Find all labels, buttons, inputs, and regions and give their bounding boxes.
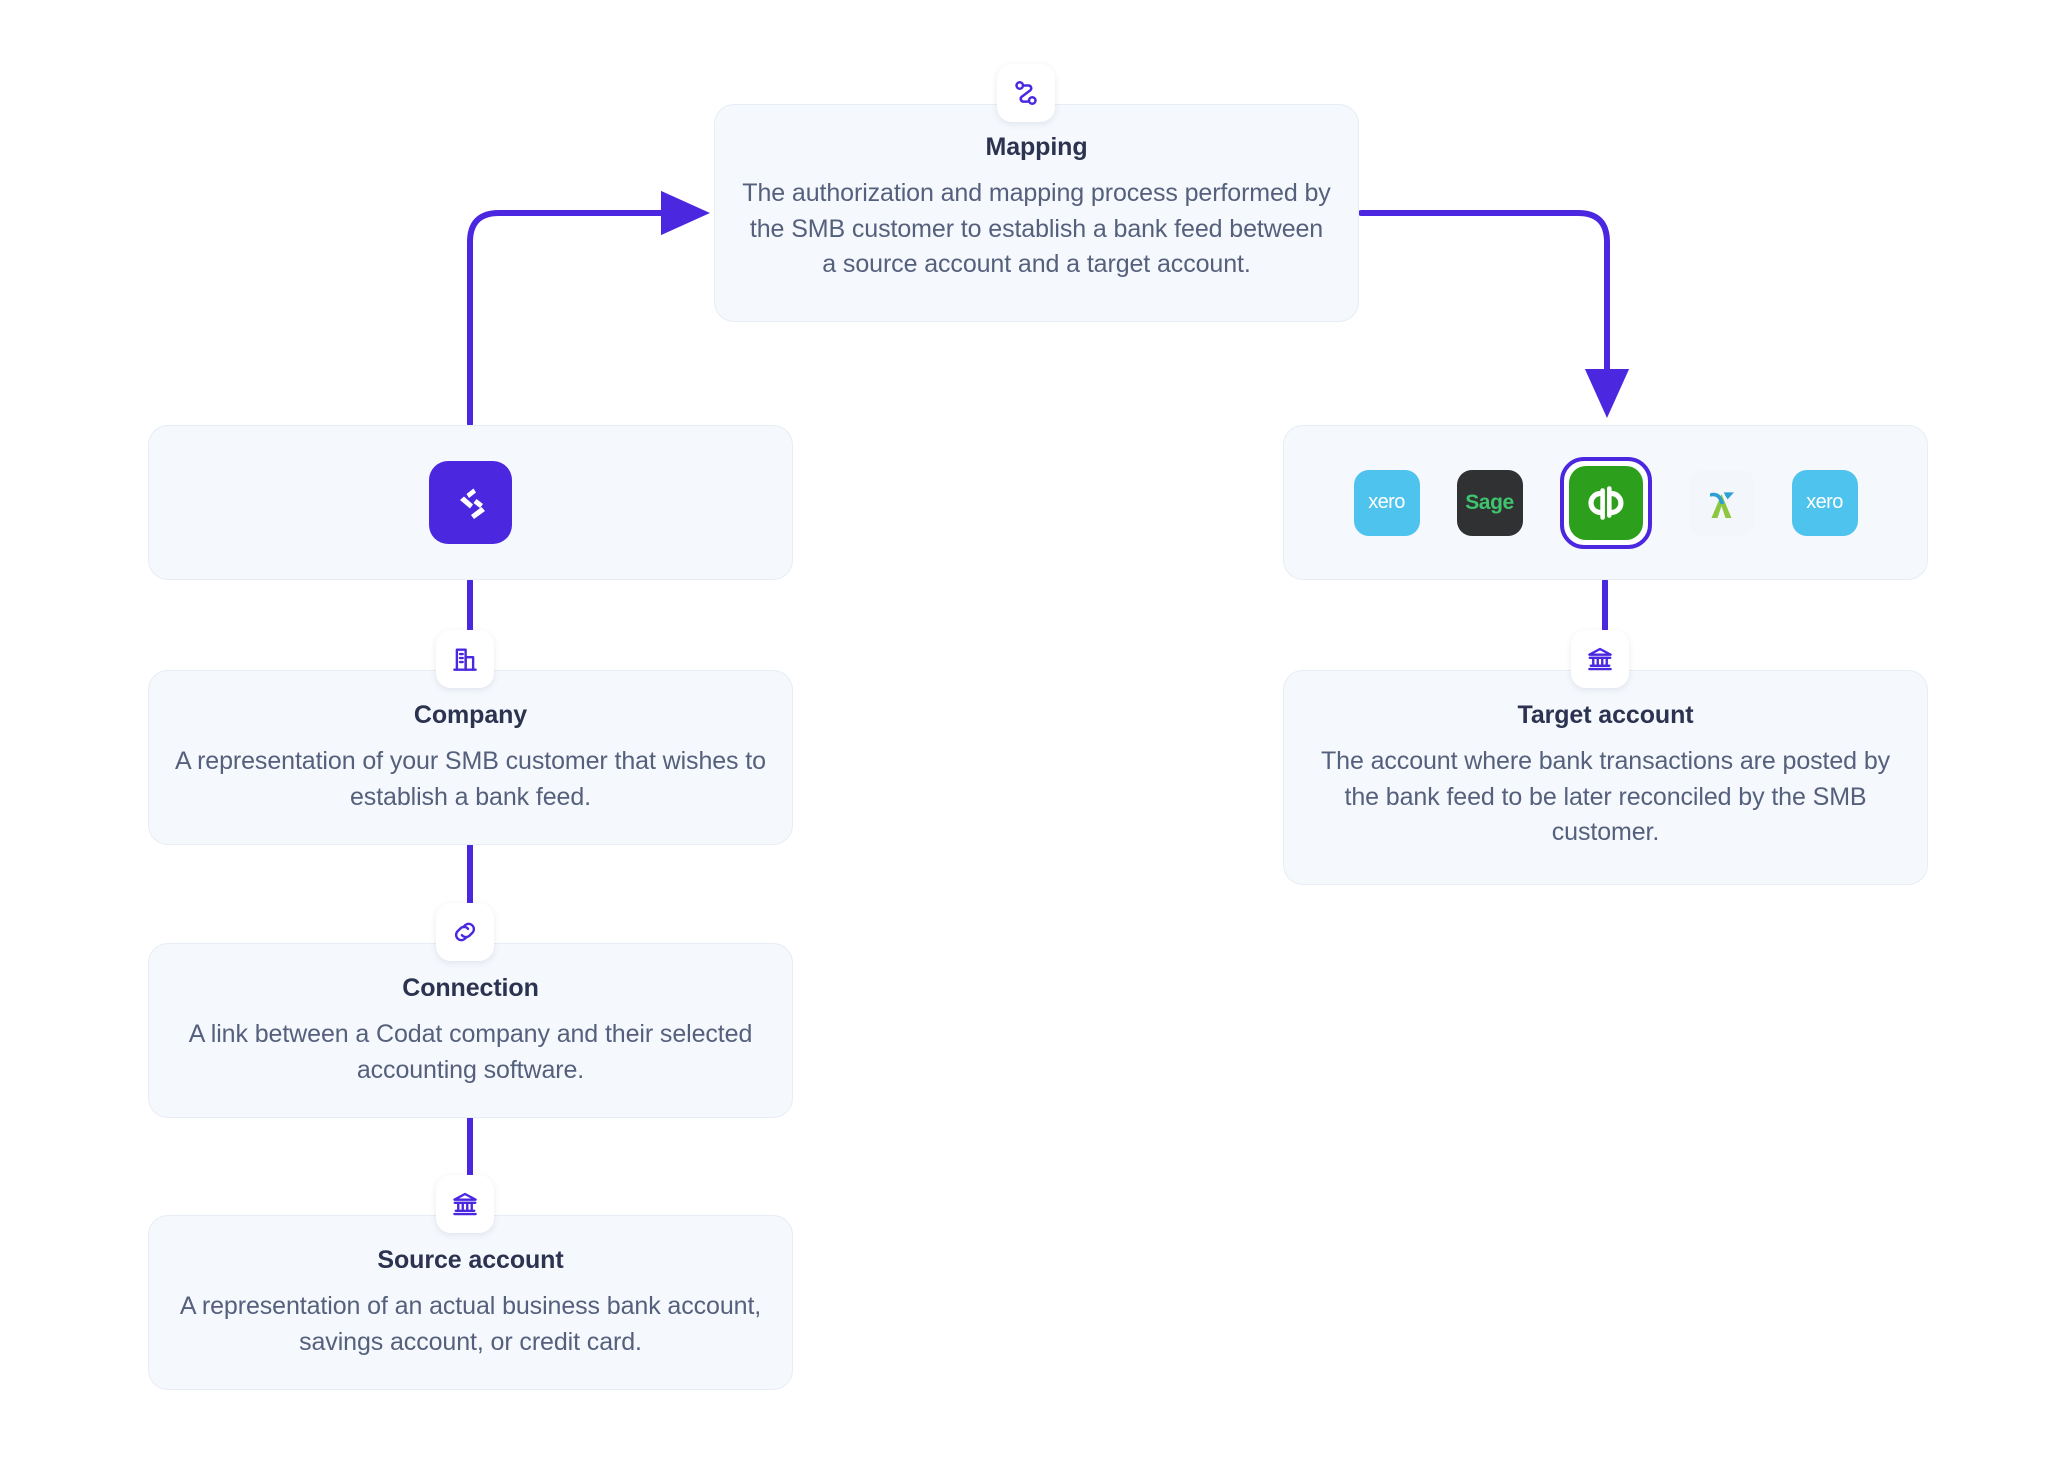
mapping-card: Mapping The authorization and mapping pr… (714, 104, 1359, 322)
company-title: Company (413, 701, 528, 729)
mapping-route-icon (997, 64, 1055, 122)
link-icon (436, 903, 494, 961)
target-account-card: Target account The account where bank tr… (1283, 670, 1928, 885)
source-account-card: Source account A representation of an ac… (148, 1215, 793, 1390)
company-card: Company A representation of your SMB cus… (148, 670, 793, 845)
freeagent-mark (1709, 491, 1734, 518)
connector-codat-to-mapping (467, 190, 711, 427)
platform-logo-xero-2[interactable]: xero (1791, 469, 1858, 536)
connection-description: A link between a Codat company and their… (188, 1020, 753, 1084)
bank-icon-target (1571, 630, 1629, 688)
platform-logo-freeagent[interactable] (1688, 469, 1755, 536)
source-account-title: Source account (377, 1246, 564, 1274)
sage-wordmark: Sage (1465, 490, 1514, 514)
platform-logo-sage[interactable]: Sage (1456, 469, 1523, 536)
target-account-title: Target account (1517, 701, 1694, 729)
platform-logo-quickbooks-selected[interactable] (1559, 456, 1652, 549)
quickbooks-qb-mark (1587, 485, 1623, 520)
mapping-title: Mapping (985, 133, 1088, 161)
codat-logo-icon (429, 461, 512, 544)
target-account-description: The account where bank transactions are … (1320, 747, 1891, 846)
building-icon (436, 630, 494, 688)
accounting-platforms-card: xero Sage (1283, 425, 1928, 580)
company-description: A representation of your SMB customer th… (175, 747, 766, 811)
connection-card: Connection A link between a Codat compan… (148, 943, 793, 1118)
platform-logo-xero[interactable]: xero (1353, 469, 1420, 536)
xero-wordmark: xero (1368, 491, 1405, 513)
source-account-description: A representation of an actual business b… (179, 1292, 762, 1356)
xero-wordmark-2: xero (1806, 491, 1843, 513)
codat-logo-card (148, 425, 793, 580)
connection-title: Connection (402, 974, 539, 1002)
mapping-description: The authorization and mapping process pe… (742, 179, 1331, 278)
connector-mapping-to-platforms (1358, 210, 1630, 419)
bank-icon (436, 1175, 494, 1233)
